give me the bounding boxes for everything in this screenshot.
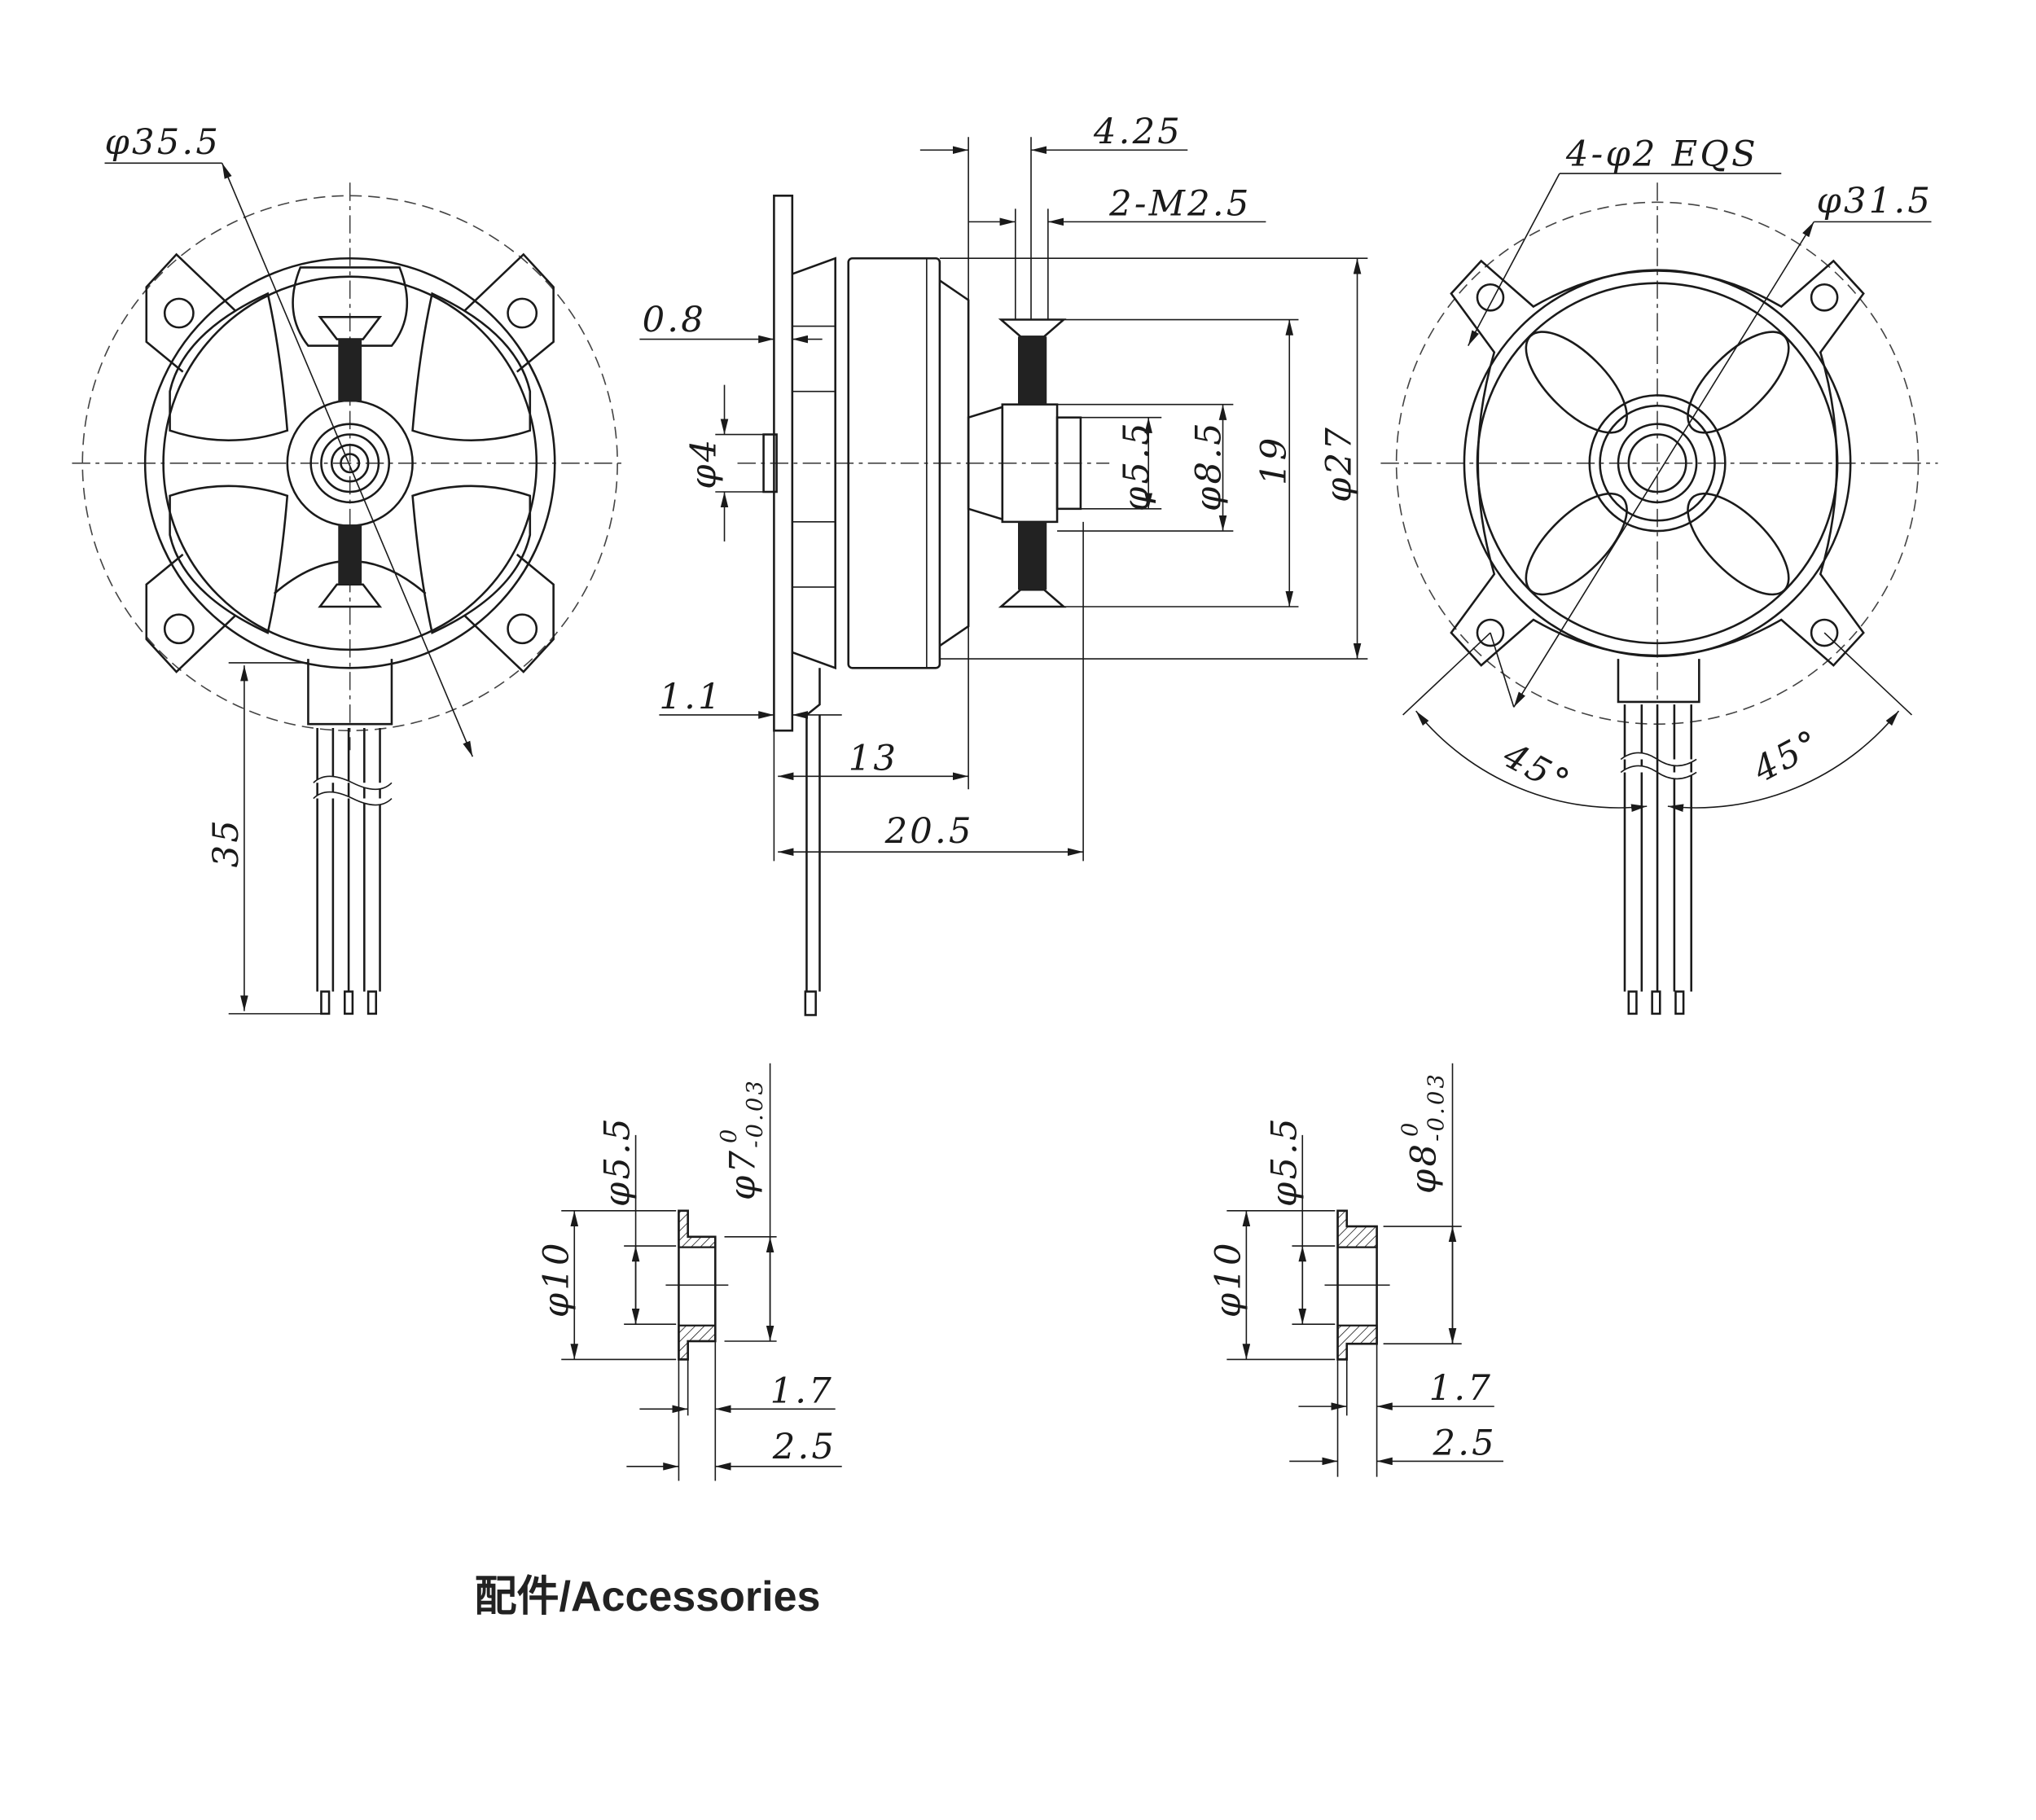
wires xyxy=(313,728,393,1015)
dim-angle-left: 45° xyxy=(1496,735,1578,804)
acc2-step: 1.7 xyxy=(1429,1368,1493,1409)
mount-ears xyxy=(145,252,555,673)
dim-body-diameter: φ27 xyxy=(1319,425,1360,502)
acc1-inner-diameter: φ5.5 xyxy=(598,1116,638,1207)
dim-adapter-outer: φ8.5 xyxy=(1188,420,1229,511)
dim-adapter-inner: φ5.5 xyxy=(1117,420,1157,511)
acc2-flange-diameter: φ10 xyxy=(1208,1240,1248,1318)
acc2-outer-diameter: φ8-0.030 xyxy=(1398,1072,1449,1194)
rear-wires xyxy=(1620,704,1697,1015)
dim-angle-right: 45° xyxy=(1746,721,1828,791)
acc1-flange-diameter: φ10 xyxy=(536,1240,577,1318)
acc2-length: 2.5 xyxy=(1432,1423,1496,1463)
acc1-step: 1.7 xyxy=(770,1370,834,1411)
rear-view: 4-φ2 EQS φ31.5 45° 45° xyxy=(1380,134,1938,1015)
dim-mount-circle: φ31.5 xyxy=(1817,181,1933,221)
acc1-outer-diameter: φ7-0.030 xyxy=(717,1078,768,1200)
dim-wire-length: 35 xyxy=(206,818,247,867)
side-screw-bottom xyxy=(998,521,1067,608)
accessories-title: 配件/Accessories xyxy=(474,1573,821,1620)
dim-screw-spacing: 19 xyxy=(1253,436,1294,485)
dim-mount-holes: 4-φ2 EQS xyxy=(1565,134,1758,174)
acc2-inner-diameter: φ5.5 xyxy=(1264,1116,1305,1207)
side-view: 4.25 2-M2.5 0.8 φ4 1.1 φ5.5 φ8.5 19 φ27 … xyxy=(639,112,1368,1016)
accessory-part-1: φ10 φ5.5 φ7-0.030 1.7 2.5 xyxy=(536,1063,842,1481)
dim-base-thickness: 1.1 xyxy=(659,677,722,717)
dim-outer-diameter: φ35.5 xyxy=(104,122,221,163)
dim-screw-offset: 4.25 xyxy=(1093,112,1183,152)
dim-screw-spec: 2-M2.5 xyxy=(1108,183,1251,224)
dim-total-length: 20.5 xyxy=(884,811,974,852)
front-view: φ35.5 35 xyxy=(72,122,627,1015)
dim-flange-thickness: 0.8 xyxy=(643,300,706,340)
dim-body-length: 13 xyxy=(849,738,898,778)
dim-shaft-diameter: φ4 xyxy=(683,437,724,489)
accessory-part-2: φ10 φ5.5 φ8-0.030 1.7 2.5 xyxy=(1208,1063,1503,1477)
acc1-length: 2.5 xyxy=(772,1427,836,1467)
screw-bottom xyxy=(318,524,383,608)
side-screw-top xyxy=(998,318,1067,405)
